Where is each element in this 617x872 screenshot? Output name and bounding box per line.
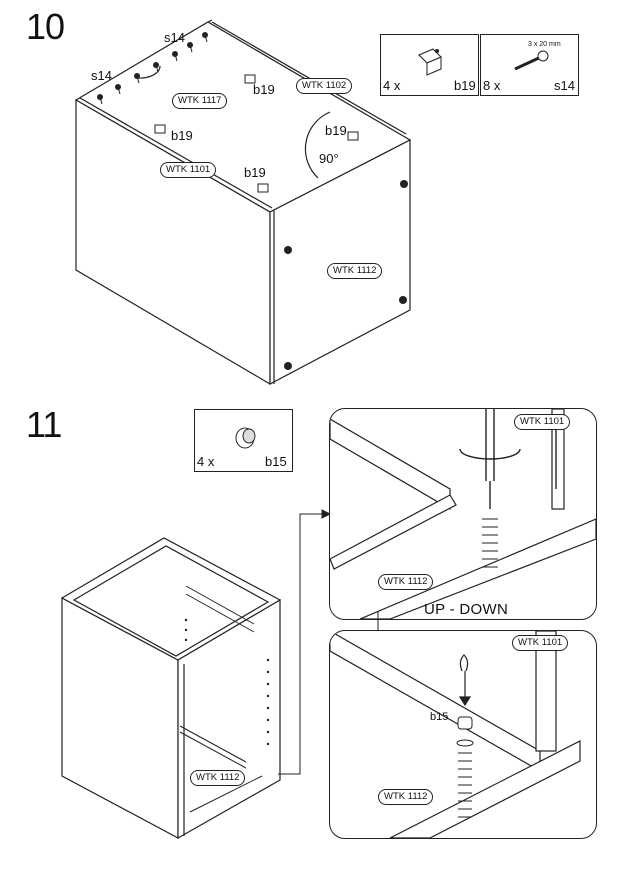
detail-top-tag-wtk1101: WTK 1101: [514, 414, 571, 430]
up-down-caption: UP - DOWN: [424, 601, 509, 618]
detail-bottom-part-b15: b15: [430, 711, 449, 723]
callout-s14-left: s14: [91, 68, 112, 83]
callout-b19-4: b19: [244, 165, 266, 180]
detail-top-tag-wtk1112: WTK 1112: [378, 574, 434, 590]
screw-size-label: 3 x 20 mm: [528, 41, 561, 48]
part-tag-wtk1101: WTK 1101: [160, 162, 217, 178]
hardware-box-s14: 3 x 20 mm 8 x s14: [480, 34, 579, 96]
cabinet-part-tag-wtk1112: WTK 1112: [190, 770, 246, 786]
step-10-number: 10: [26, 6, 65, 47]
detail-bottom-tag-wtk1101: WTK 1101: [512, 635, 569, 651]
hardware-qty: 8 x: [483, 78, 501, 93]
hardware-qty: 4 x: [197, 454, 215, 469]
screw-icon: [511, 49, 551, 80]
angle-bracket-icon: [411, 45, 451, 82]
detail-panel-bottom: WTK 1101 WTK 1112 b15: [329, 630, 597, 839]
part-tag-wtk1117: WTK 1117: [172, 93, 228, 109]
callout-b19-3: b19: [325, 123, 347, 138]
hardware-code: s14: [554, 78, 575, 93]
hardware-code: b19: [454, 78, 476, 93]
callout-b19-2: b19: [171, 128, 193, 143]
callout-angle-90: 90°: [319, 151, 339, 166]
step-11-number: 11: [26, 404, 62, 445]
part-tag-wtk1112: WTK 1112: [327, 263, 383, 279]
cabinet-leg-cap-icon: [231, 424, 261, 455]
hardware-box-b19: 4 x b19: [380, 34, 479, 96]
callout-s14-top: s14: [164, 30, 185, 45]
detail-bottom-tag-wtk1112: WTK 1112: [378, 789, 434, 805]
hardware-qty: 4 x: [383, 78, 401, 93]
callout-b19-1: b19: [253, 82, 275, 97]
part-tag-wtk1102: WTK 1102: [296, 78, 353, 94]
detail-panel-top: WTK 1101 WTK 1112: [329, 408, 597, 620]
hardware-box-b15: 4 x b15: [194, 409, 293, 472]
hardware-code: b15: [265, 454, 287, 469]
